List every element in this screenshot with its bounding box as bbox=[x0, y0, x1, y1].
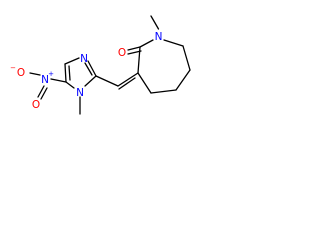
bond-c5-nnitro bbox=[50, 78, 67, 83]
methylidene-linker bbox=[95, 72, 139, 90]
charge-minus-oxygen: − bbox=[10, 64, 16, 72]
bond-c4-c5-dbl bbox=[68, 65, 71, 81]
bond-c3-ch bbox=[117, 72, 139, 87]
bond-n1-c2 bbox=[139, 39, 154, 48]
bond-c5-n1im bbox=[65, 81, 75, 89]
molecule-structure: N O N N N + O − O bbox=[10, 15, 191, 115]
bond-c2-o-a bbox=[127, 46, 141, 51]
bond-n1im-c2im bbox=[84, 75, 97, 87]
bond-n1-ch3 bbox=[150, 15, 160, 30]
bond-nnitro-oneg bbox=[29, 72, 41, 76]
bond-c6-c5 bbox=[175, 69, 191, 91]
nitro-group bbox=[29, 72, 67, 100]
bond-c5-c4 bbox=[150, 89, 177, 94]
charge-plus-nitro: + bbox=[48, 70, 54, 78]
atom-o-nitro-neg: O bbox=[17, 67, 25, 79]
bond-c3-ch-dbl bbox=[118, 77, 136, 90]
atom-n-imidazole-methyl: N bbox=[76, 87, 84, 99]
bond-n1-c7 bbox=[163, 39, 184, 47]
bond-ch-c2im bbox=[95, 75, 119, 87]
bond-c2im-n3-dbl bbox=[84, 62, 93, 76]
bond-c7-c6 bbox=[182, 45, 191, 71]
atom-o-carbonyl: O bbox=[118, 47, 126, 59]
azepanone-ring bbox=[127, 15, 191, 94]
bond-c2-o-b bbox=[127, 50, 142, 55]
atom-n-nitro: N bbox=[41, 74, 49, 86]
bond-c2im-n3 bbox=[87, 60, 97, 77]
bond-nnitro-odbl-a bbox=[37, 85, 45, 98]
bond-c4-c3 bbox=[137, 72, 152, 94]
atom-n-imidazole-ring: N bbox=[80, 53, 88, 65]
atom-n-azepane: N bbox=[155, 31, 163, 43]
bond-n3-c4 bbox=[64, 57, 80, 65]
bond-nnitro-odbl-b bbox=[40, 87, 48, 100]
bond-c4-c5 bbox=[64, 63, 67, 83]
imidazole-ring bbox=[64, 57, 97, 115]
atom-o-nitro-dbl: O bbox=[32, 99, 40, 111]
